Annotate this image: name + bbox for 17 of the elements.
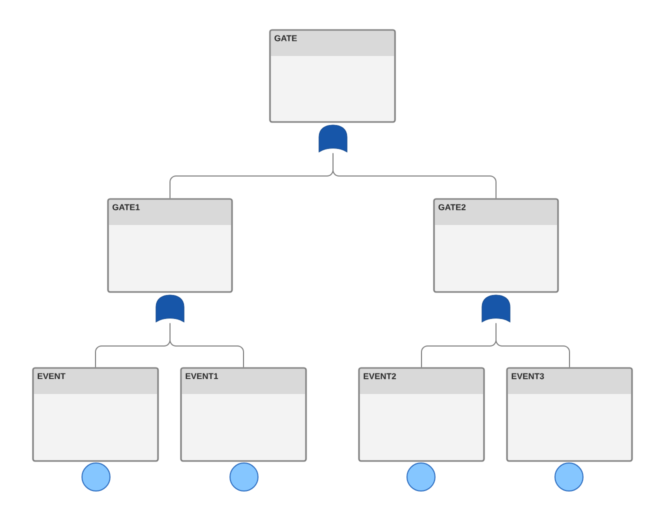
or-gate-symbol — [156, 294, 184, 322]
event-box: EVENT2 — [358, 367, 485, 462]
or-gate-symbol — [318, 124, 348, 152]
event-circle — [406, 462, 436, 492]
connector-line — [496, 322, 570, 368]
event-circle — [554, 462, 584, 492]
or-gate-symbol — [482, 294, 510, 322]
event-box: EVENT3 — [506, 367, 633, 462]
connector-line — [332, 152, 496, 199]
event-circle — [230, 462, 258, 492]
connector-line — [170, 322, 244, 368]
event-box: GATE1 — [107, 198, 233, 293]
event-circle — [82, 462, 110, 492]
event-box: EVENT — [32, 367, 159, 462]
event-box: GATE — [269, 29, 396, 123]
event-box: EVENT1 — [180, 367, 307, 462]
event-box: GATE2 — [433, 198, 559, 293]
